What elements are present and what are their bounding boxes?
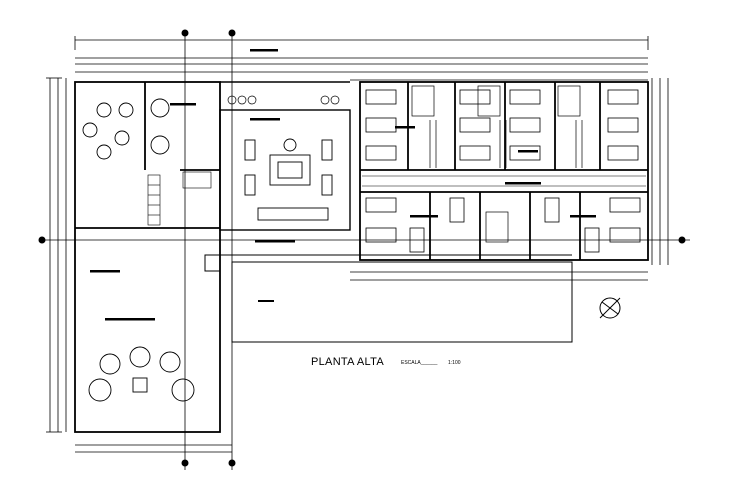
room-label-marks [90, 49, 596, 321]
beds [365, 89, 641, 253]
drawing-title: PLANTA ALTA [311, 356, 384, 368]
north-arrow-icon [599, 297, 621, 319]
dimension-lines-left [46, 77, 67, 433]
plants [227, 95, 340, 105]
central-lounge-walls [219, 81, 351, 231]
axis-markers [38, 29, 686, 467]
lounge-furniture [244, 138, 333, 221]
scale-value: 1:100 [448, 360, 461, 366]
staircase [147, 171, 212, 226]
dimension-lines-top [74, 30, 649, 470]
lounge-chairs [88, 346, 195, 402]
dimension-lines-bottom [75, 271, 648, 453]
terrace-outline [204, 254, 573, 343]
dining-tables [82, 98, 170, 160]
corridor-hatch [362, 175, 646, 187]
dimension-lines-right [651, 78, 669, 265]
bathroom-fixtures [411, 85, 583, 243]
bedroom-wing-walls [359, 81, 649, 261]
scale-label: ESCALA______ [401, 360, 438, 366]
